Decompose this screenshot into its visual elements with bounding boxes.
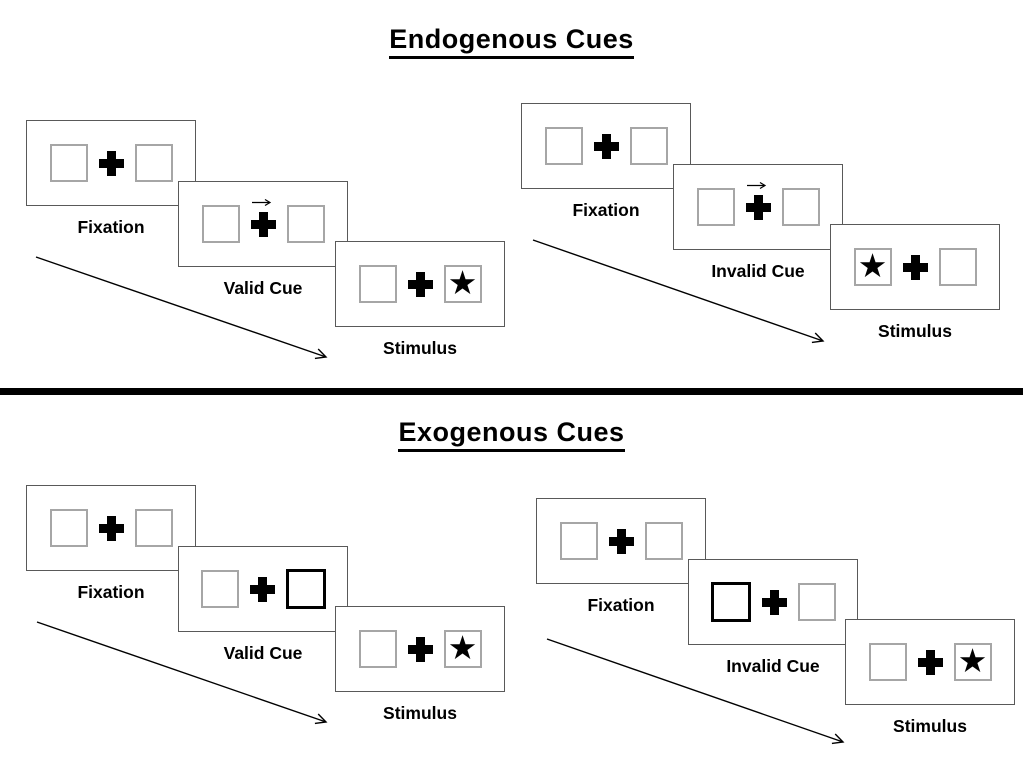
fixation-cross-icon: [761, 589, 787, 615]
placeholder-box-right: [286, 205, 325, 243]
panel-label: Fixation: [77, 217, 145, 237]
panel-label: Stimulus: [878, 321, 952, 341]
section-title-endogenous: Endogenous Cues: [0, 24, 1023, 59]
target-star-box: ★: [443, 628, 482, 668]
placeholder-box-right: [797, 583, 836, 621]
fixation-cross-icon: [917, 649, 943, 675]
placeholder-box-left: [868, 643, 907, 681]
panel-valid-cue: [178, 546, 348, 632]
placeholder-box-left: [201, 205, 240, 243]
fixation-cross-icon: [98, 150, 124, 176]
cue-highlight-box: [285, 569, 326, 609]
fixation-cross-icon: [407, 636, 433, 662]
placeholder-box-left: [200, 570, 239, 608]
panel-label: Stimulus: [893, 716, 967, 736]
panel-label: Valid Cue: [223, 278, 303, 298]
panel-label: Fixation: [587, 595, 655, 615]
placeholder-box-right: [644, 522, 683, 560]
panel-label: Invalid Cue: [726, 656, 820, 676]
cue-arrow-icon: [746, 181, 766, 189]
panel-fixation: [26, 485, 196, 571]
trial-sequence-exogenous-invalid: Fixation Invalid Cue ★ Stimulus: [536, 498, 1023, 763]
placeholder-box-left: [544, 127, 583, 165]
panel-label: Invalid Cue: [711, 261, 805, 281]
placeholder-box-right: [938, 248, 977, 286]
star-icon: ★: [447, 628, 478, 667]
target-star-box: ★: [953, 641, 992, 681]
fixation-cross-icon: [608, 528, 634, 554]
panel-label: Fixation: [572, 200, 640, 220]
panel-label: Valid Cue: [223, 643, 303, 663]
placeholder-box-right: [781, 188, 820, 226]
panel-fixation: [521, 103, 691, 189]
panel-stimulus: ★: [830, 224, 1000, 310]
placeholder-box-right: [629, 127, 668, 165]
fixation-cross-icon: [98, 515, 124, 541]
placeholder-box-left: [696, 188, 735, 226]
fixation-cross-icon: [250, 211, 276, 237]
placeholder-box-left: [49, 144, 88, 182]
cue-highlight-box: [710, 582, 751, 622]
panel-label: Stimulus: [383, 338, 457, 358]
fixation-cross-icon: [249, 576, 275, 602]
panel-label: Stimulus: [383, 703, 457, 723]
placeholder-box-right: [134, 144, 173, 182]
fixation-cross-icon: [593, 133, 619, 159]
placeholder-box-left: [559, 522, 598, 560]
target-star-box: ★: [443, 263, 482, 303]
panel-label: Fixation: [77, 582, 145, 602]
cue-arrow-icon: [251, 198, 271, 206]
panel-invalid-cue: [673, 164, 843, 250]
placeholder-box-right: [134, 509, 173, 547]
panel-stimulus: ★: [335, 241, 505, 327]
star-icon: ★: [857, 246, 888, 285]
fixation-cross-icon: [902, 254, 928, 280]
fixation-cross-icon: [745, 194, 771, 220]
placeholder-box-left: [358, 265, 397, 303]
panel-stimulus: ★: [845, 619, 1015, 705]
panel-fixation: [26, 120, 196, 206]
trial-sequence-endogenous-invalid: Fixation Invalid Cue ★ Stimulus: [521, 103, 1016, 368]
section-title-exogenous: Exogenous Cues: [0, 417, 1023, 452]
star-icon: ★: [957, 641, 988, 680]
panel-stimulus: ★: [335, 606, 505, 692]
star-icon: ★: [447, 263, 478, 302]
placeholder-box-left: [358, 630, 397, 668]
panel-fixation: [536, 498, 706, 584]
trial-sequence-exogenous-valid: Fixation Valid Cue ★ Stimulus: [26, 485, 521, 750]
section-divider: [0, 388, 1023, 395]
trial-sequence-endogenous-valid: Fixation Valid Cue ★ Stimulus: [26, 120, 521, 385]
placeholder-box-left: [49, 509, 88, 547]
panel-valid-cue: [178, 181, 348, 267]
panel-invalid-cue: [688, 559, 858, 645]
target-star-box: ★: [853, 246, 892, 286]
fixation-cross-icon: [407, 271, 433, 297]
